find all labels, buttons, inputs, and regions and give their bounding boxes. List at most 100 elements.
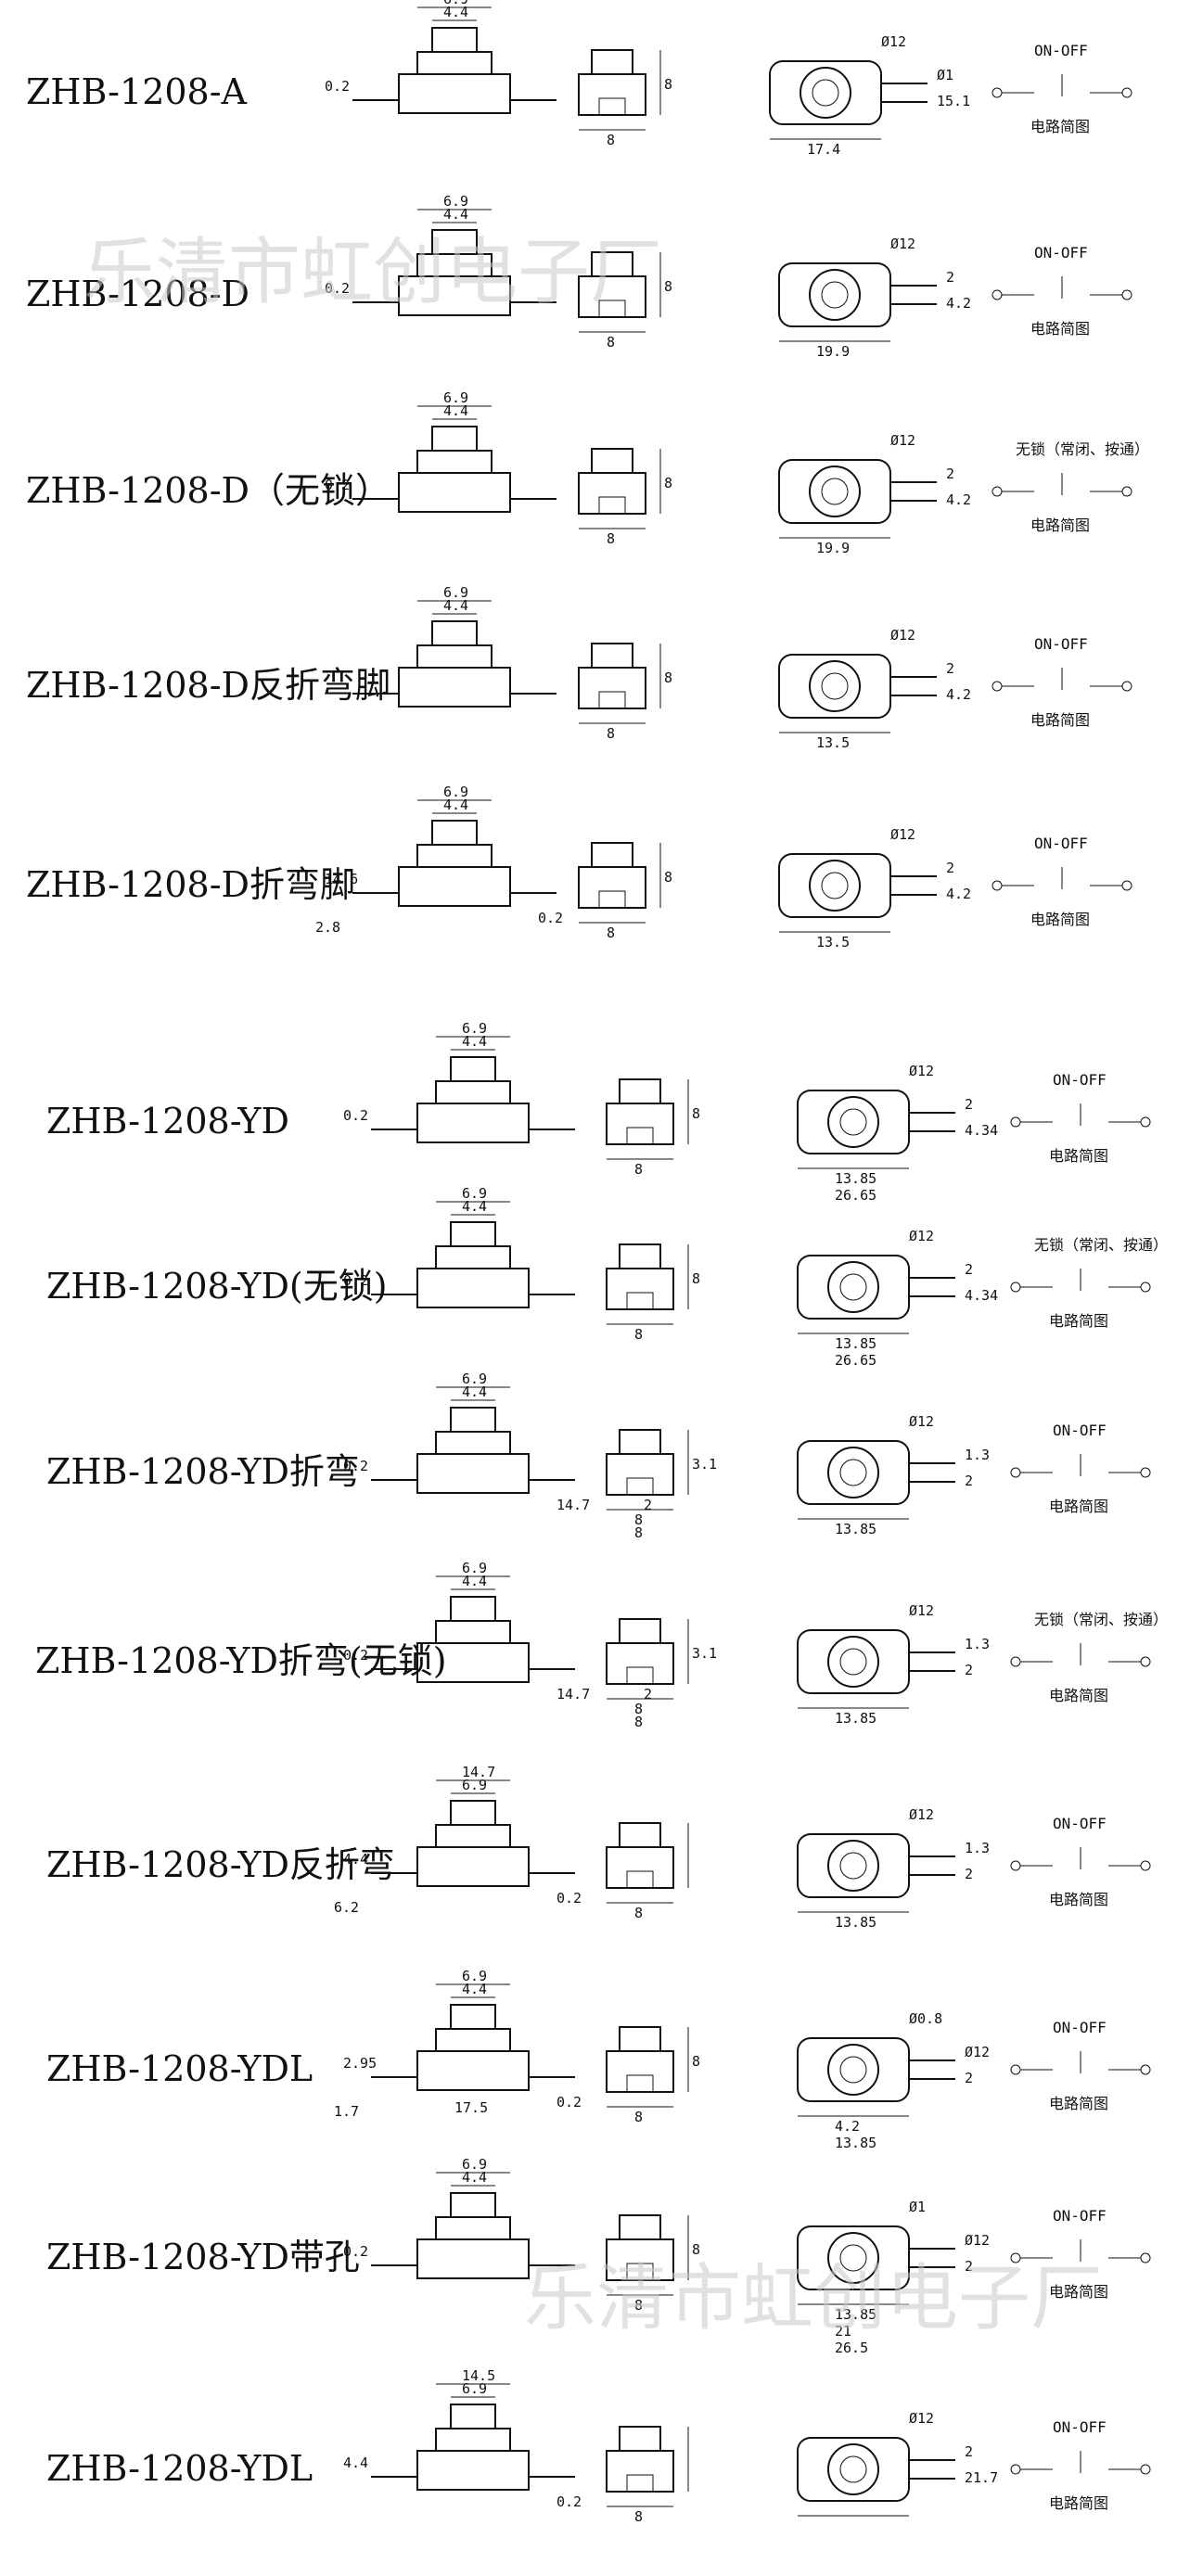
- side-view: 6.94.40.2: [325, 193, 557, 316]
- front-view: 88: [606, 2214, 700, 2314]
- side-view: 6.94.414.60.22.8: [315, 784, 563, 936]
- top-dimension: Ø12: [909, 2410, 934, 2427]
- row-8: ZHB-1208-YD折弯6.94.40.214.783.128Ø121.321…: [46, 1371, 1151, 1541]
- front-dimension: 8: [607, 530, 615, 547]
- top-dimension: 1.3: [965, 1636, 990, 1652]
- front-button: [619, 1822, 661, 1848]
- terminal-1: [1010, 1656, 1021, 1667]
- terminal-2: [1121, 87, 1132, 98]
- top-dimension: 4.2: [946, 686, 971, 703]
- watermark-top: 乐清市虹创电子厂: [83, 231, 662, 314]
- side-view: 6.94.40.2: [343, 1020, 575, 1143]
- top-dimension: 2: [965, 2443, 973, 2460]
- top-button-inner: [839, 1108, 867, 1136]
- side-dimension: 0.2: [343, 1272, 368, 1289]
- top-dimension: 13.85: [835, 2306, 876, 2323]
- side-cap: [416, 844, 493, 868]
- top-dimension: Ø12: [909, 1806, 934, 1823]
- front-view: 88: [578, 251, 672, 351]
- side-dimension: 4.4: [443, 402, 468, 419]
- top-dimension: 13.85: [835, 1335, 876, 1352]
- top-body: [797, 2225, 910, 2290]
- side-body: [398, 73, 511, 114]
- top-dimension: Ø1: [937, 67, 953, 83]
- terminal-2: [1140, 1116, 1151, 1128]
- terminal-1: [1010, 1467, 1021, 1478]
- side-view: 6.94.40.2: [343, 1185, 575, 1308]
- side-button: [431, 27, 478, 53]
- row-4: ZHB-1208-D反折弯脚6.94.488Ø1224.213.5ON-OFF电…: [26, 584, 1132, 751]
- top-dimension: Ø12: [890, 236, 915, 252]
- top-dimension: Ø12: [890, 432, 915, 449]
- top-dimension: Ø12: [890, 826, 915, 843]
- front-button: [591, 251, 633, 277]
- switch-symbol: 无锁（常闭、按通）电路简图: [991, 440, 1149, 534]
- top-button-ring: [827, 1636, 879, 1688]
- switch-type-label: ON-OFF: [1034, 635, 1088, 653]
- side-view: 6.94.40.2: [325, 0, 557, 114]
- top-dimension: 13.85: [835, 1914, 876, 1931]
- front-body: [578, 667, 646, 709]
- side-dimension: 4.4: [443, 206, 468, 223]
- terminal-2: [1140, 1467, 1151, 1478]
- front-view: 88: [578, 842, 672, 941]
- switch-symbol: 无锁（常闭、按通）电路简图: [1010, 1611, 1168, 1704]
- top-button-inner: [821, 281, 849, 309]
- top-body: [797, 1833, 910, 1898]
- front-dimension: 8: [664, 670, 672, 686]
- top-body: [797, 2437, 910, 2502]
- front-slot: [598, 691, 626, 709]
- circuit-caption: 电路简图: [1049, 1498, 1108, 1515]
- switch-symbol: ON-OFF 电路简图: [1010, 1422, 1151, 1515]
- top-dimension: 2: [965, 1662, 973, 1678]
- top-dimension: 19.9: [816, 540, 850, 556]
- front-dimension: 8: [634, 1905, 643, 1921]
- top-button-ring: [809, 860, 861, 912]
- side-dimension: 4.4: [462, 1198, 487, 1215]
- front-dimension: 3.1: [692, 1456, 717, 1473]
- top-body: [778, 459, 891, 524]
- top-button-ring: [827, 1840, 879, 1892]
- side-dimension: 0.2: [343, 1458, 368, 1474]
- switch-type-label: ON-OFF: [1053, 1815, 1107, 1832]
- front-button: [619, 1429, 661, 1455]
- top-body: [778, 262, 891, 327]
- side-button: [431, 620, 478, 646]
- top-dimension: Ø12: [890, 627, 915, 644]
- terminal-1: [1010, 1116, 1021, 1128]
- top-body: [778, 654, 891, 719]
- top-button-ring: [827, 1261, 879, 1313]
- top-button-inner: [839, 1852, 867, 1880]
- side-dimension: 6.9: [443, 389, 468, 406]
- drawing-rows: ZHB-1208-A6.94.40.288Ø12Ø115.117.4ON-OFF…: [26, 0, 1168, 2525]
- terminal-2: [1140, 1282, 1151, 1293]
- side-view: 6.94.40.214.7: [343, 1560, 590, 1702]
- switch-type-label: ON-OFF: [1053, 1422, 1107, 1439]
- front-dimension: 8: [664, 76, 672, 93]
- row-3: ZHB-1208-D（无锁）6.94.40.288Ø1224.219.9无锁（常…: [26, 389, 1149, 556]
- top-button-inner: [839, 1273, 867, 1301]
- side-dimension: 0.2: [538, 910, 563, 926]
- switch-type-label: 无锁（常闭、按通）: [1034, 1236, 1168, 1254]
- top-body: [778, 853, 891, 918]
- side-cap: [435, 2216, 511, 2240]
- terminal-2: [1140, 2064, 1151, 2075]
- terminal-2: [1121, 289, 1132, 300]
- front-button: [619, 1078, 661, 1104]
- top-dimension: Ø12: [909, 1413, 934, 1430]
- front-dimension: 8: [664, 278, 672, 295]
- top-body: [797, 1090, 910, 1154]
- terminal-2: [1140, 1656, 1151, 1667]
- watermark-bottom: 乐清市虹创电子厂: [524, 2257, 1103, 2340]
- front-slot: [626, 1870, 654, 1889]
- side-button: [431, 426, 478, 452]
